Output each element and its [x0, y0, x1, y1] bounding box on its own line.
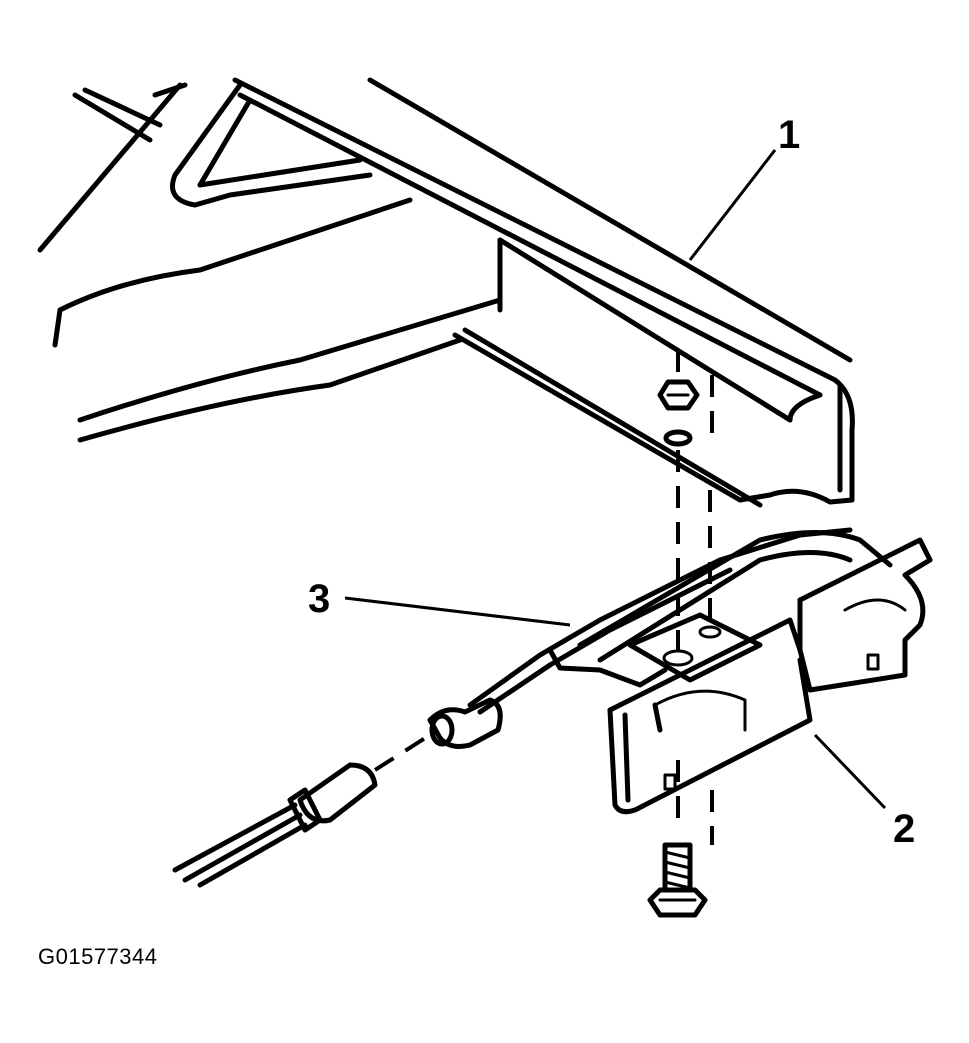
- frame-crossmember: [52, 77, 855, 508]
- hex-nut: [657, 350, 714, 447]
- bolt: [647, 842, 708, 918]
- leader-lines: [344, 149, 887, 810]
- leader-2: [813, 733, 887, 810]
- callout-1: 1: [778, 113, 800, 157]
- callout-2: 2: [893, 807, 915, 851]
- alignment-lines: [676, 450, 714, 845]
- wiring-harness: [172, 527, 853, 888]
- callout-3: 3: [308, 577, 330, 621]
- figure-code: G01577344: [38, 944, 158, 969]
- mounting-bracket: [577, 530, 933, 815]
- leader-1: [688, 149, 777, 261]
- leader-3: [344, 596, 571, 627]
- frame-side-rail: [37, 82, 188, 253]
